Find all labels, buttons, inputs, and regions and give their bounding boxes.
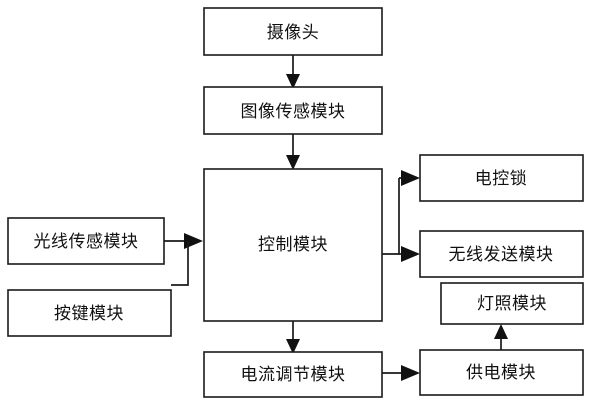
node-wireless-transmit-module-label: 无线发送模块 bbox=[449, 245, 554, 265]
edge-power-supply-to-light-module bbox=[494, 324, 508, 350]
node-lighting-module[interactable]: 灯照模块 bbox=[440, 282, 584, 325]
node-camera[interactable]: 摄像头 bbox=[203, 7, 383, 56]
node-power-supply-module[interactable]: 供电模块 bbox=[419, 349, 584, 396]
edge-control-right-trunk bbox=[382, 178, 400, 255]
node-power-supply-module-label: 供电模块 bbox=[466, 363, 536, 383]
node-current-regulation-module-label: 电流调节模块 bbox=[241, 365, 346, 385]
edge-control-to-wireless-tx bbox=[399, 246, 420, 262]
node-current-regulation-module[interactable]: 电流调节模块 bbox=[203, 351, 383, 398]
node-key-module[interactable]: 按键模块 bbox=[7, 289, 172, 337]
node-electronic-lock-label: 电控锁 bbox=[475, 169, 528, 189]
edge-control-to-current-reg bbox=[286, 321, 300, 354]
edge-camera-to-image-sensor bbox=[286, 55, 300, 89]
edge-control-to-elec-lock bbox=[399, 170, 420, 186]
edge-image-sensor-to-control bbox=[286, 134, 300, 170]
edge-light-sensor-to-control bbox=[164, 233, 203, 249]
node-control-module-label: 控制模块 bbox=[258, 235, 328, 255]
node-wireless-transmit-module[interactable]: 无线发送模块 bbox=[419, 230, 584, 278]
node-camera-label: 摄像头 bbox=[267, 23, 320, 43]
node-electronic-lock[interactable]: 电控锁 bbox=[419, 154, 584, 202]
node-light-sensor-label: 光线传感模块 bbox=[34, 232, 139, 252]
edge-current-reg-to-power-supply bbox=[382, 365, 420, 381]
node-lighting-module-label: 灯照模块 bbox=[477, 294, 547, 314]
node-image-sensor[interactable]: 图像传感模块 bbox=[203, 86, 383, 135]
node-light-sensor[interactable]: 光线传感模块 bbox=[7, 217, 165, 265]
edge-key-module-to-control bbox=[171, 241, 189, 286]
node-image-sensor-label: 图像传感模块 bbox=[241, 102, 346, 122]
node-key-module-label: 按键模块 bbox=[54, 304, 124, 324]
node-control-module[interactable]: 控制模块 bbox=[203, 168, 383, 322]
